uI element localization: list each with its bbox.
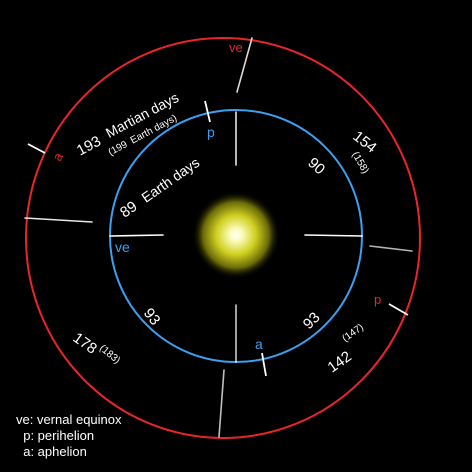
mars-orbit — [25, 37, 421, 439]
earth-perihelion-tick — [204, 100, 211, 123]
orbit-ticks — [27, 100, 409, 377]
mars-segment-3-days: 178 — [70, 329, 100, 357]
sun — [192, 191, 280, 279]
season-dividers — [24, 37, 413, 438]
mars-perihelion-tick — [388, 303, 409, 316]
mars-aphelion-tick — [27, 143, 46, 154]
legend-item-perihelion: p: perihelion — [16, 428, 95, 443]
earth-perihelion-label: p — [207, 124, 215, 140]
earth-total-unit: Earth days — [138, 154, 202, 206]
divider-right-outer — [369, 245, 413, 252]
legend: ve: vernal equinox p: perihelion a: aphe… — [16, 412, 122, 460]
mars-total-group: 193 Martian days (199 Earth days) — [74, 89, 181, 160]
mars-aphelion-label: a — [49, 149, 66, 163]
earth-segment-2-days: 93 — [140, 305, 164, 329]
divider-bottom-outer — [218, 369, 225, 438]
legend-item-vernal-equinox: ve: vernal equinox — [16, 412, 122, 427]
divider-right-inner — [304, 234, 363, 237]
mars-segment-3-earth-days: (183) — [97, 343, 122, 366]
earth-total-days: 89 — [117, 198, 140, 221]
mars-total-days: 193 — [74, 133, 104, 160]
mars-total-earth-days: (199 — [107, 139, 130, 158]
mars-perihelion-label: p — [374, 292, 381, 307]
mars-segment-2-days: 142 — [325, 348, 355, 376]
divider-left-outer — [24, 217, 93, 223]
mars-vernal-equinox-label: ve — [229, 40, 243, 55]
mars-segment-2-earth-days: (147) — [340, 322, 365, 344]
earth-aphelion-tick — [261, 352, 267, 377]
earth-segment-1-days: 90 — [304, 154, 328, 178]
divider-top-outer — [236, 37, 253, 93]
legend-item-aphelion: a: aphelion — [16, 444, 87, 459]
earth-total-group: 89 Earth days — [117, 154, 202, 221]
divider-left-inner — [109, 234, 164, 237]
earth-aphelion-label: a — [255, 336, 263, 352]
earth-vernal-equinox-label: ve — [115, 239, 130, 255]
